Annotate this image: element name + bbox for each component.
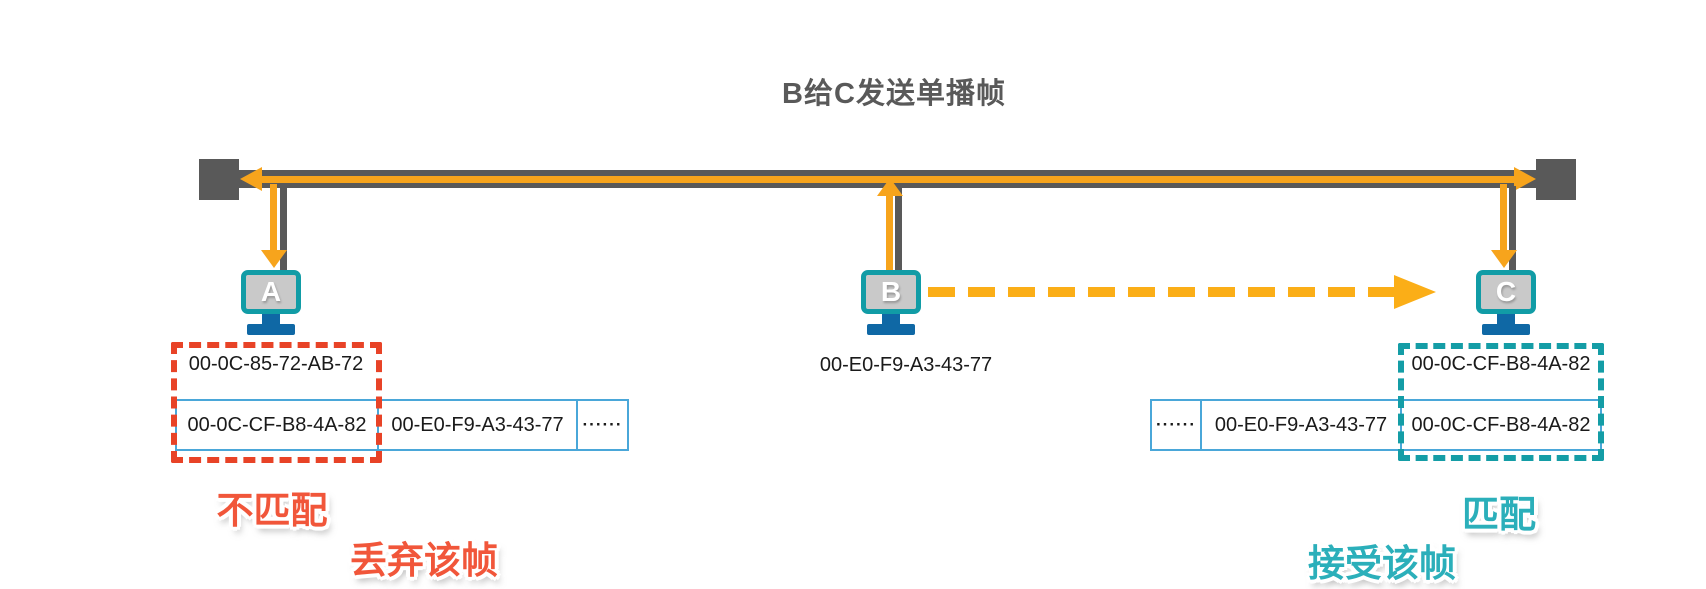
frame-c-rest: ······ — [1156, 415, 1196, 434]
match-highlight-box — [1398, 343, 1604, 461]
frame-a-rest: ······ — [576, 401, 627, 449]
computer-a-stand — [262, 314, 280, 325]
computer-a-label: A — [260, 276, 282, 307]
bus-terminator-right-icon — [1536, 159, 1576, 200]
computer-a-base — [247, 324, 295, 335]
computer-b-icon: B — [861, 270, 921, 314]
computer-b-stand — [882, 314, 900, 325]
computer-c-base — [1482, 324, 1530, 335]
annotation-match: 匹配 — [1462, 494, 1536, 535]
frame-a-src-mac: 00-E0-F9-A3-43-77 — [377, 401, 576, 449]
annotation-discard: 丢弃该帧 — [350, 540, 498, 581]
frame-c-src-mac: 00-E0-F9-A3-43-77 — [1200, 401, 1400, 449]
drop-cable-b — [895, 188, 902, 272]
drop-signal-c — [1500, 184, 1507, 250]
computer-a-mac: 00-0C-85-72-AB-72 — [188, 353, 364, 375]
drop-cable-a — [280, 186, 287, 272]
annotation-mismatch: 不匹配 — [216, 490, 328, 531]
drop-signal-b — [886, 196, 893, 272]
mismatch-highlight-box — [171, 342, 382, 463]
computer-b-mac: 00-E0-F9-A3-43-77 — [819, 354, 993, 376]
computer-c-label: C — [1495, 276, 1517, 307]
computer-b-base — [867, 324, 915, 335]
unicast-dashed-arrowhead-icon — [1394, 275, 1436, 309]
drop-cable-c — [1509, 186, 1516, 272]
drop-arrow-b-icon — [877, 178, 903, 196]
computer-c-mac: 00-0C-CF-B8-4A-82 — [1411, 353, 1591, 375]
bus-signal-arrow-right-icon — [1514, 167, 1536, 191]
computer-c-stand — [1497, 314, 1515, 325]
computer-c-icon: C — [1476, 270, 1536, 314]
frame-a-dest-mac: 00-0C-CF-B8-4A-82 — [187, 413, 367, 436]
annotation-accept: 接受该帧 — [1308, 543, 1456, 584]
bus-signal-arrow-left-icon — [240, 167, 262, 191]
drop-arrow-a-icon — [261, 250, 287, 268]
computer-a-icon: A — [241, 270, 301, 314]
diagram-title: B给C发送单播帧 — [782, 78, 1006, 110]
unicast-dashed-arrow — [928, 287, 1394, 297]
computer-b-label: B — [880, 276, 902, 307]
bus-terminator-left-icon — [199, 159, 239, 200]
frame-at-c: ······ 00-E0-F9-A3-43-77 00-0C-CF-B8-4A-… — [1150, 399, 1602, 451]
drop-signal-a — [270, 184, 277, 250]
drop-arrow-c-icon — [1491, 250, 1517, 268]
